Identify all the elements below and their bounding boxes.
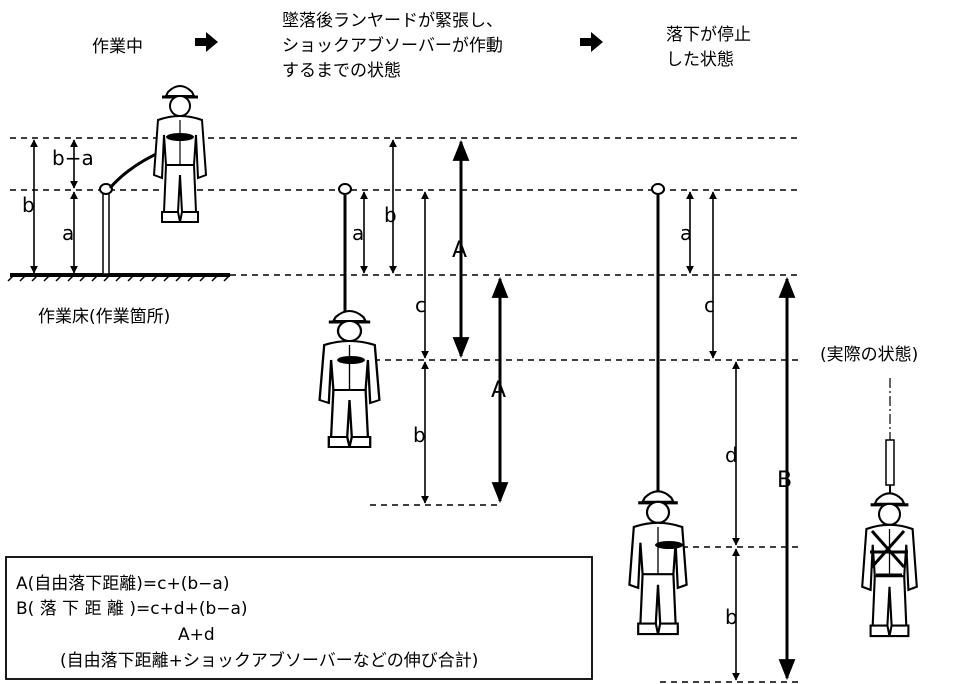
stage2-line2: ショックアブソーバーが作動 — [282, 35, 503, 56]
anchor-point — [651, 183, 665, 195]
dim-d: d — [725, 443, 738, 467]
dim-c-stage3: c — [704, 293, 715, 317]
person-icon — [627, 489, 689, 636]
dim-a-stage2: a — [352, 221, 364, 245]
stage3-line1: 落下が停止 — [666, 25, 751, 45]
formula-box — [5, 556, 593, 680]
stage3-line2: した状態 — [666, 50, 734, 70]
dim-b-stage2-body: b — [413, 423, 426, 447]
right-arrow-icon — [195, 32, 218, 52]
dim-b-stage1: b — [22, 193, 35, 217]
anchor-post — [99, 183, 113, 275]
shock-absorber — [885, 439, 895, 486]
dim-b-stage3: b — [725, 605, 738, 629]
dim-a-stage3: a — [680, 221, 692, 245]
formula-line3: A+d — [178, 625, 215, 645]
dim-c-stage2: c — [415, 293, 426, 317]
floor-label: 作業床(作業箇所) — [38, 307, 170, 327]
formula-line2: B( 落 下 距 離 )=c+d+(b−a) — [16, 599, 248, 619]
right-arrow-icon — [580, 32, 603, 52]
stage2-line1: 墜落後ランヤードが緊張し、 — [282, 11, 503, 31]
formula-line4: (自由落下距離+ショックアブソーバーなどの伸び合計) — [60, 650, 478, 671]
dim-b-minus-a: b−a — [52, 146, 94, 170]
dim-b-stage2: b — [384, 203, 397, 227]
dim-a-stage1: a — [62, 221, 74, 245]
dim-A-top: A — [452, 238, 467, 263]
formula-line1: A(自由落下距離)=c+(b−a) — [16, 574, 229, 594]
stage2-line3: するまでの状態 — [282, 61, 401, 81]
actual-state-label: (実際の状態) — [820, 345, 918, 365]
anchor-point — [338, 183, 352, 195]
dim-A-bottom: A — [491, 378, 506, 403]
person-icon — [152, 84, 208, 224]
dim-B: B — [777, 468, 792, 493]
person-icon — [317, 309, 382, 449]
stage1-label: 作業中 — [92, 37, 143, 57]
work-floor — [7, 273, 231, 282]
harness-icon — [860, 491, 919, 638]
